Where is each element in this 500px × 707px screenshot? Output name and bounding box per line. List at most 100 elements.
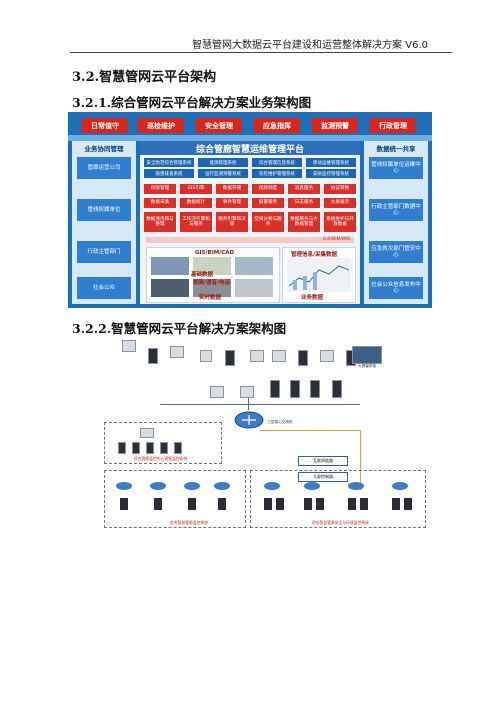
page-header: 智慧管网大数据云平台建设和运营整体解决方案 V6.0	[192, 40, 428, 51]
camera-device	[174, 442, 182, 454]
video-wall-label: 大屏幕拼接	[358, 364, 376, 368]
app-box: 安全防范综合管理系统	[144, 158, 194, 167]
service-box: 事件管理	[216, 198, 248, 208]
camera-device	[146, 442, 154, 454]
workstation-device	[240, 386, 254, 398]
top-divider	[68, 135, 432, 141]
service-box: GIS引擎	[180, 184, 212, 194]
data-label-realtime: 实时数据	[199, 295, 222, 301]
business-architecture-diagram: 日常值守 巡检维护 安全管理 应急指挥 监测预警 行政管理 业务协同管理 管廊运…	[68, 112, 432, 308]
center-platform: 综合管廊智慧运维管理平台 安全防范综合管理系统 能源管理系统 综合管理信息系统 …	[140, 141, 360, 304]
monitor-device	[272, 350, 286, 362]
left-item: 管廊运营公司	[77, 157, 131, 179]
server-device	[298, 350, 308, 366]
platform-title: 综合管廊智慧运维管理平台	[140, 141, 360, 155]
service-box: 消息服务	[288, 184, 320, 194]
chart-thumbnail	[287, 258, 351, 292]
monitor-device	[170, 346, 184, 358]
right-panel-title: 数据统一共享	[376, 145, 416, 153]
network-architecture-diagram: 大屏幕拼接 三层核心交换机 互联网链路 大屏控制器 综合管廊监控中心视频监控系统…	[100, 336, 430, 532]
section-heading-3-2-2: 3.2.2.智慧管网云平台解决方案架构图	[72, 321, 287, 336]
gis-bar: GIS/BIM/MIS	[146, 237, 354, 243]
header-rule	[70, 52, 452, 53]
zone-bottom-right-label: 综合智慧管廊安全与环境监控系统	[312, 520, 369, 525]
service-box: 日志服务	[288, 198, 320, 208]
right-item: 社会公众信息发布中心	[369, 277, 423, 299]
app-box: 巡检维护管理系统	[252, 169, 302, 178]
service-box: 权限管理	[144, 184, 176, 194]
left-panel: 业务协同管理 管廊运营公司 管线权属单位 行政主管部门 社会公众	[72, 141, 136, 304]
link-line	[160, 404, 360, 405]
top-tab-5: 监测预警	[312, 118, 358, 133]
server-device	[148, 348, 158, 364]
right-item: 行政主管部门数据中心	[369, 199, 423, 221]
server-device	[310, 380, 320, 398]
core-switch-icon	[234, 411, 264, 429]
top-tab-6: 行政管理	[370, 118, 416, 133]
left-item: 社会公众	[77, 277, 131, 299]
data-label-biz: 业务数据	[301, 295, 324, 301]
app-box: 移动运维管理系统	[306, 158, 356, 167]
service-box: 视频调度	[252, 184, 284, 194]
service-box: 工作流引擎和与服务	[180, 212, 212, 232]
zone-left-label: 综合管廊监控中心视频监控系统	[134, 456, 188, 461]
data-label-base: 基础数据	[191, 272, 214, 278]
video-wall-device	[352, 346, 382, 364]
service-box: 数据服务与大数据管理	[288, 212, 320, 232]
camera-device	[160, 442, 168, 454]
monitor-device	[320, 350, 334, 362]
data-label-video: 视频/语音/电话	[193, 280, 231, 286]
left-panel-title: 业务协同管理	[84, 145, 124, 153]
top-tab-1: 日常值守	[82, 118, 128, 133]
right-panel: 数据统一共享 管线权属单位运维中心 行政主管部门数据中心 应急救灾部门管安中心 …	[364, 141, 428, 304]
printer-device	[200, 350, 212, 362]
zone-bottom-left	[104, 470, 246, 528]
service-box: 数据采集	[144, 198, 176, 208]
server-device	[270, 380, 280, 398]
service-box: 报警服务	[252, 198, 284, 208]
service-box: 数据清洗和与整理	[144, 212, 176, 232]
bottom-left-nodes	[116, 482, 230, 510]
service-box: 数据存储	[216, 184, 248, 194]
link-line	[360, 430, 361, 490]
camera-device	[118, 442, 126, 454]
app-box: 隐患排查系统	[144, 169, 194, 178]
service-box: 大屏展示	[324, 198, 356, 208]
monitor-device	[122, 340, 136, 352]
app-box: 能源管理系统	[198, 158, 248, 167]
data-label-mgmt: 管理信息/采集数据	[291, 252, 338, 258]
top-tab-2: 巡检维护	[138, 118, 184, 133]
service-box: 系统维护与开放数据	[324, 212, 356, 232]
left-item: 行政主管部门	[77, 241, 131, 263]
section-heading-3-2-1: 3.2.1.综合管网云平台解决方案业务架构图	[72, 95, 312, 110]
section-heading-3-2: 3.2.智慧管网云平台架构	[72, 70, 217, 85]
monitor-device	[250, 350, 264, 362]
app-box: 安防监控管理系统	[306, 169, 356, 178]
data-thumbnails	[151, 257, 273, 297]
data-panel-right: 管理信息/采集数据 业务数据	[282, 247, 356, 303]
service-box: 服务引擎和决策	[216, 212, 248, 232]
right-item: 应急救灾部门管安中心	[369, 241, 423, 263]
top-tab-4: 应急指挥	[254, 118, 300, 133]
internet-box: 互联网链路	[298, 456, 348, 466]
bottom-right-nodes	[264, 482, 412, 510]
server-device	[332, 380, 342, 398]
app-box: 综合管理信息系统	[252, 158, 302, 167]
service-box: 数据统计	[180, 198, 212, 208]
workstation-device	[210, 386, 224, 398]
zone-bottom-left-label: 综合智慧管廊监控系统	[170, 520, 208, 525]
top-tab-3: 安全管理	[196, 118, 242, 133]
data-panel-left: GIS/BIM/CAD 基础数据 视频/语音/电话 实时数据	[146, 247, 280, 303]
server-device	[225, 350, 235, 366]
service-box: 空间分析与服务	[252, 212, 284, 232]
controller-box: 大屏控制器	[298, 472, 348, 482]
link-line	[260, 430, 360, 431]
core-switch-label: 三层核心交换机	[267, 420, 293, 424]
right-item: 管线权属单位运维中心	[369, 157, 423, 179]
camera-device	[132, 442, 140, 454]
left-item: 管线权属单位	[77, 199, 131, 221]
data-label-gis: GIS/BIM/CAD	[195, 250, 235, 256]
zone-left	[104, 422, 222, 464]
app-box: 运行监测预警系统	[198, 169, 248, 178]
server-device	[290, 380, 300, 398]
